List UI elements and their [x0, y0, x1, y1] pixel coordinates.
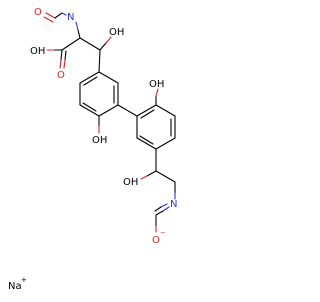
- atom-n-bottom: N: [170, 199, 177, 210]
- atom-oh-acid: OH: [30, 46, 45, 57]
- atom-o-formyl-top: O: [34, 7, 42, 18]
- bond-formyl-co-top-2: [43, 16, 54, 23]
- atom-oh-benzylic-bottom: OH: [123, 177, 138, 188]
- bond-benzylic-oh-b: [105, 36, 112, 44]
- ringB-bond-5: [136, 137, 157, 150]
- bond-carboxyl-o-b: [59, 59, 62, 69]
- bond-n-ch-a: [162, 206, 170, 212]
- charge-plus: +: [21, 276, 27, 284]
- ringA-bond-4: [79, 104, 100, 117]
- atom-oh-ring1: OH: [92, 135, 107, 146]
- bond-alpha-benzylic: [79, 37, 101, 51]
- bond-formyl-c-n-top-a: [54, 12, 63, 19]
- atom-oh-ring2: OH: [149, 79, 164, 90]
- atom-oh-benzylic-top: OH: [109, 27, 124, 38]
- bond-benzylic-oh-a: [99, 42, 107, 51]
- atom-n-top: N: [67, 12, 74, 23]
- bond-ringB-oh-b: [155, 88, 159, 97]
- ringA-bond-6: [79, 71, 100, 84]
- ringA-double-3: [83, 76, 98, 86]
- atom-sodium: Na: [8, 281, 22, 292]
- bond-n-alpha-b: [77, 29, 81, 39]
- ringB-double-1: [140, 109, 155, 119]
- charge-minus: −: [160, 229, 166, 237]
- bond-alpha-carboxyl: [61, 37, 81, 51]
- ringA-bond-1: [98, 71, 119, 84]
- ringB-bond-2: [155, 104, 176, 117]
- bond-formyl-co-top: [45, 12, 56, 19]
- bond-n-ch-d: [154, 206, 162, 212]
- ringA-bond-3: [98, 104, 119, 117]
- bond-benzylic-ringA: [98, 49, 101, 73]
- bond-benzylic2-oh-b: [140, 175, 148, 180]
- ringB-bond-1: [136, 104, 157, 117]
- bond-biaryl: [117, 104, 138, 117]
- bond-carboxyl-o-d: [63, 59, 66, 69]
- molecule-structure: O N OH O OH OH OH OH N O − Na +: [8, 7, 177, 292]
- ringA-double-2: [82, 102, 97, 112]
- bond-benzylic2-ch2: [155, 170, 176, 183]
- ringB-double-3: [139, 135, 154, 145]
- bond-n-ch-c: [160, 203, 168, 208]
- bond-benzylic2-oh-a: [146, 170, 157, 177]
- bond-n-alpha-a: [75, 21, 79, 31]
- atom-o-minus: O: [152, 235, 160, 246]
- bond-carboxyl-o-a: [60, 49, 63, 61]
- atom-o-acid: O: [57, 70, 65, 81]
- bond-formyl-c-n-top-b: [61, 12, 67, 16]
- ringB-bond-4: [155, 137, 176, 150]
- bond-n-ch-b: [155, 210, 164, 216]
- bond-carboxyl-o-c: [64, 50, 67, 61]
